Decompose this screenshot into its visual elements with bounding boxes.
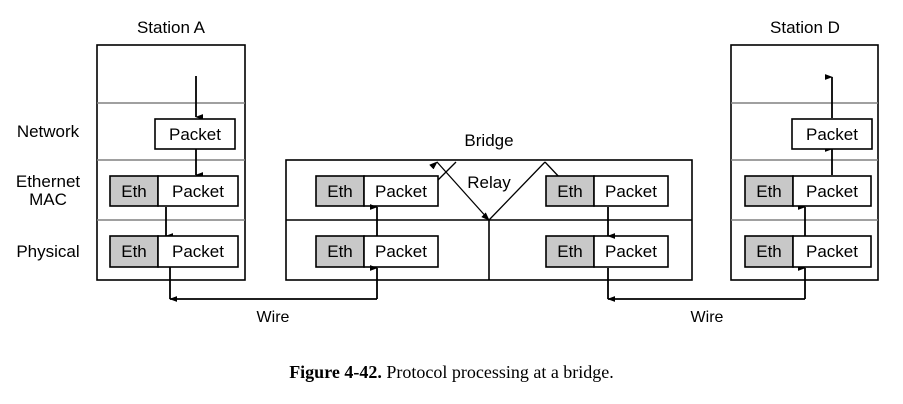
station-a-title: Station A	[137, 18, 206, 37]
station-a-mac-eth-box	[109, 175, 159, 207]
bridge-right-mac-packet-box	[593, 175, 669, 207]
bridge-group: Bridge Relay Eth Packet Eth Pa	[285, 131, 693, 302]
bridge-left-phy-packet-box	[363, 235, 439, 268]
wire-right-group: Wire	[608, 298, 805, 326]
station-d-physical-pdu: Eth Packet	[744, 235, 872, 268]
layer-label-column: Network Ethernet MAC Physical	[16, 122, 81, 261]
bridge-right-mac-pdu: Eth Packet	[545, 175, 669, 207]
layer-label-network: Network	[17, 122, 80, 141]
station-a-network-pdu: Packet	[154, 118, 236, 150]
layer-label-physical: Physical	[16, 242, 79, 261]
station-a-physical-pdu: Eth Packet	[109, 235, 239, 268]
station-d-network-pdu: Packet	[791, 118, 873, 150]
wire-left-label: Wire	[257, 309, 290, 326]
bridge-relay-label: Relay	[467, 173, 511, 192]
figure-caption-number: Figure 4-42.	[289, 362, 382, 382]
station-a-phy-packet-label: Packet	[172, 242, 224, 261]
station-a-network-packet-label: Packet	[169, 125, 221, 144]
layer-label-mac: MAC	[29, 190, 67, 209]
station-d-mac-packet-label: Packet	[806, 182, 858, 201]
bridge-right-phy-eth-label: Eth	[557, 242, 583, 261]
station-a-mac-eth-label: Eth	[121, 182, 147, 201]
station-d-phy-packet-box	[792, 235, 872, 268]
station-a-network-packet-box	[154, 118, 236, 150]
station-d-mac-packet-box	[792, 175, 872, 207]
bridge-right-physical-pdu: Eth Packet	[545, 235, 669, 268]
station-d-network-packet-label: Packet	[806, 125, 858, 144]
bridge-right-phy-eth-box	[545, 235, 595, 268]
bridge-right-mac-eth-label: Eth	[557, 182, 583, 201]
wire-right-label: Wire	[691, 309, 724, 326]
bridge-left-phy-eth-label: Eth	[327, 242, 353, 261]
layer-label-ethernet: Ethernet	[16, 172, 81, 191]
station-d-title: Station D	[770, 18, 840, 37]
station-d-phy-packet-label: Packet	[806, 242, 858, 261]
bridge-left-phy-packet-label: Packet	[375, 242, 427, 261]
wire-left-group: Wire	[170, 298, 377, 326]
bridge-left-mac-pdu: Eth Packet	[315, 175, 439, 207]
bridge-left-mac-packet-box	[363, 175, 439, 207]
station-d-phy-eth-box	[744, 235, 794, 268]
station-a-mac-packet-label: Packet	[172, 182, 224, 201]
station-d-mac-pdu: Eth Packet	[744, 175, 872, 207]
station-d-mac-eth-label: Eth	[756, 182, 782, 201]
relay-arrow-right-tail	[481, 161, 546, 221]
station-a-phy-packet-box	[157, 235, 239, 268]
bridge-left-physical-pdu: Eth Packet	[315, 235, 439, 268]
figure-caption: Figure 4-42. Protocol processing at a br…	[0, 362, 903, 383]
bridge-right-phy-packet-box	[593, 235, 669, 268]
station-d-mac-eth-box	[744, 175, 794, 207]
station-a-mac-packet-box	[157, 175, 239, 207]
station-a-mac-pdu: Eth Packet	[109, 175, 239, 207]
bridge-title: Bridge	[464, 131, 513, 150]
station-d-phy-eth-label: Eth	[756, 242, 782, 261]
station-d-group: Station D Packet Eth Packet	[730, 18, 879, 299]
station-a-group: Station A Packet Eth Packet	[96, 18, 246, 302]
figure-caption-text: Protocol processing at a bridge.	[386, 362, 614, 382]
bridge-left-mac-packet-label: Packet	[375, 182, 427, 201]
station-a-phy-eth-box	[109, 235, 159, 268]
bridge-left-phy-eth-box	[315, 235, 365, 268]
bridge-left-mac-eth-label: Eth	[327, 182, 353, 201]
station-a-phy-eth-label: Eth	[121, 242, 147, 261]
bridge-right-phy-packet-label: Packet	[605, 242, 657, 261]
bridge-right-mac-packet-label: Packet	[605, 182, 657, 201]
station-d-network-packet-box	[791, 118, 873, 150]
